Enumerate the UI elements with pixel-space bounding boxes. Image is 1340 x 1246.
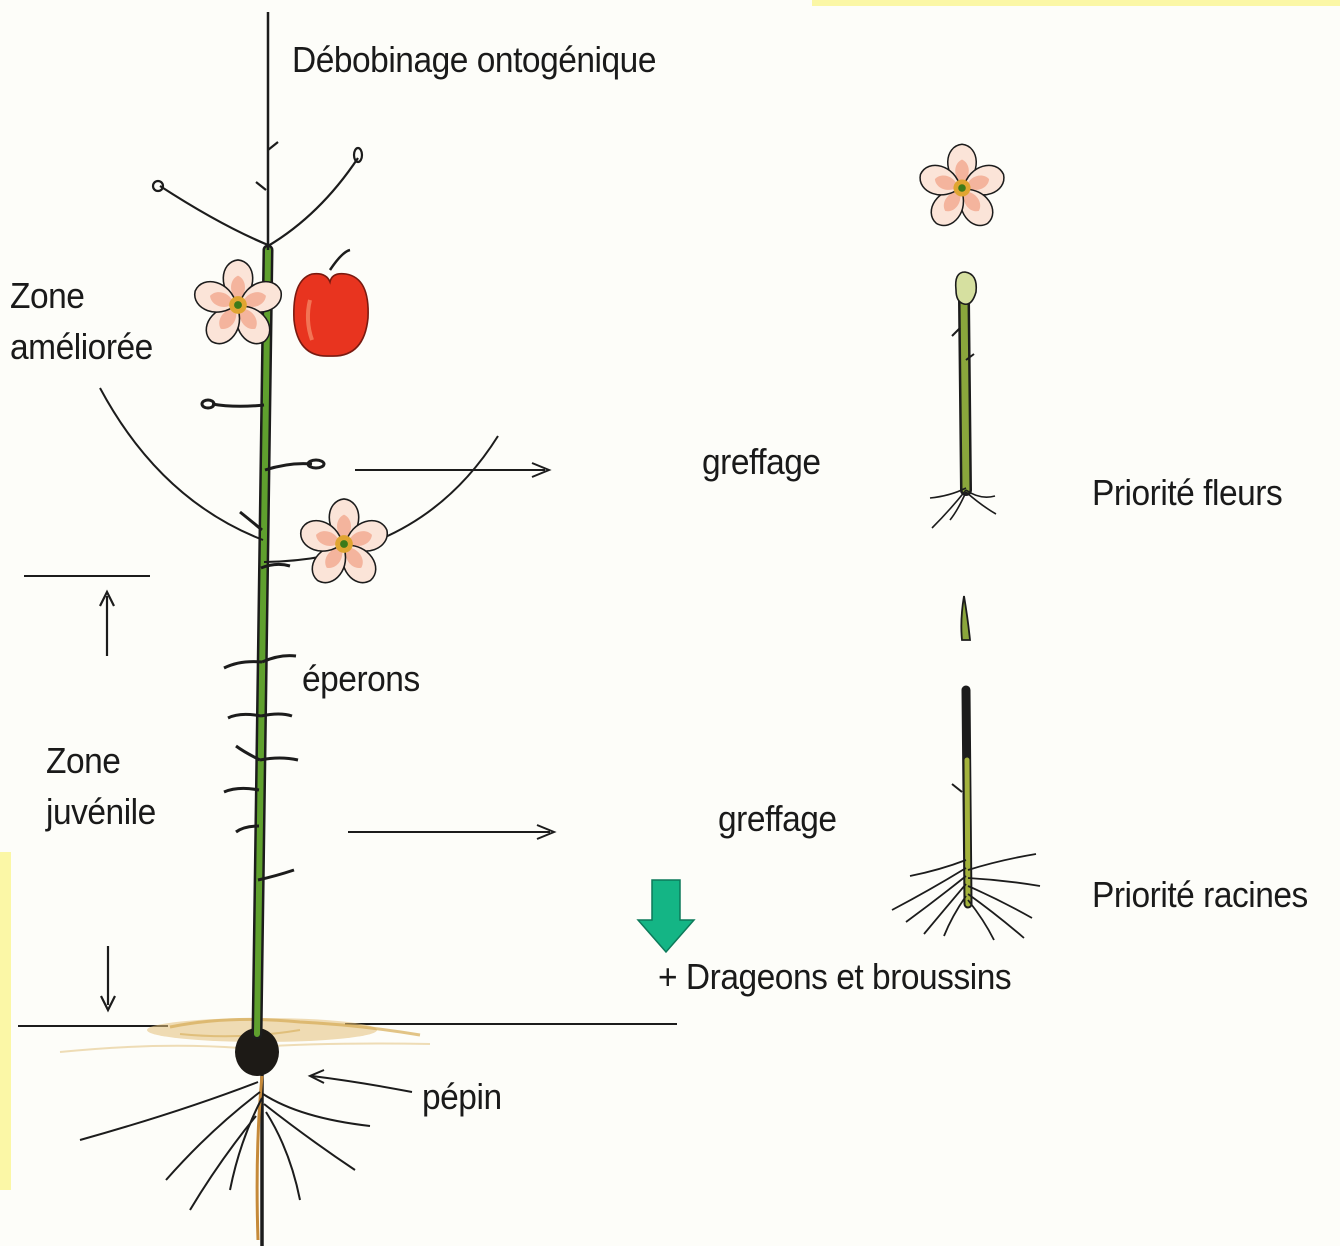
label-zone-juvenile: Zone juvénile	[46, 735, 232, 837]
label-greffage-bottom: greffage	[718, 797, 837, 840]
flower-middle	[297, 499, 392, 589]
green-down-arrow	[638, 880, 694, 952]
scion-twig	[930, 272, 996, 528]
bud	[961, 596, 970, 640]
label-priorite-fleurs: Priorité fleurs	[1092, 471, 1282, 514]
label-pepin: pépin	[422, 1075, 502, 1118]
pepin-pointer	[310, 1070, 412, 1092]
flower-right	[916, 144, 1008, 231]
label-priorite-racines: Priorité racines	[1092, 873, 1308, 916]
apple	[294, 250, 368, 356]
label-zone-amelioree: Zone améliorée	[10, 270, 196, 372]
top-branches	[153, 142, 362, 246]
long-branches	[100, 388, 498, 562]
label-drageons: + Drageons et broussins	[658, 955, 1011, 998]
diagram-title: Débobinage ontogénique	[292, 38, 656, 81]
rooting-cutting	[892, 690, 1040, 940]
main-roots	[80, 1072, 370, 1246]
label-greffage-top: greffage	[702, 440, 821, 483]
label-eperons: éperons	[302, 657, 420, 700]
grafting-arrows	[348, 463, 554, 839]
